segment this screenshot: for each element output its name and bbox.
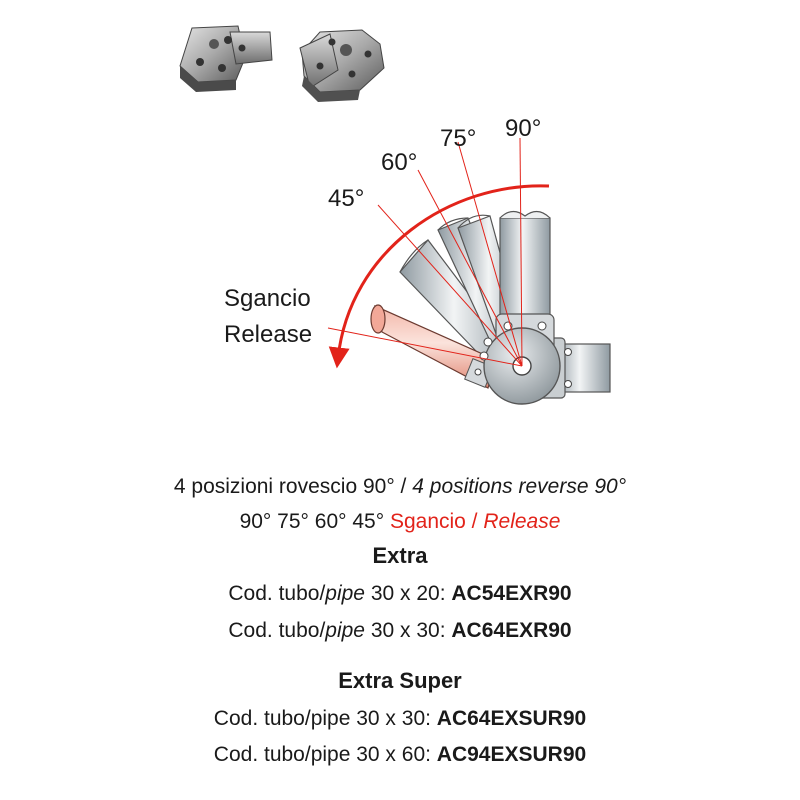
extra-super-row-1: Cod. tubo/pipe 30 x 30: AC64EXSUR90 bbox=[0, 706, 800, 732]
rotation-arrow bbox=[328, 184, 550, 369]
release-label-it: Sgancio bbox=[224, 285, 311, 312]
extra-heading: Extra bbox=[372, 543, 428, 568]
angle-lines bbox=[327, 137, 523, 367]
extra-super-row-2-label: Cod. tubo/pipe 30 x 60: bbox=[213, 743, 437, 766]
positions-en: 4 positions reverse 90° bbox=[412, 475, 627, 498]
positions-caption: 4 posizioni rovescio 90° / 4 positions r… bbox=[0, 474, 800, 500]
angles-caption: 90° 75° 60° 45° Sgancio / Release bbox=[0, 509, 800, 535]
extra-row-1-prefix: Cod. tubo/ bbox=[228, 582, 326, 605]
extra-row-2-prefix: Cod. tubo/ bbox=[228, 619, 326, 642]
tube-90 bbox=[499, 210, 551, 319]
extra-row-1-pipe: pipe bbox=[325, 582, 365, 605]
extra-super-row-1-label: Cod. tubo/pipe 30 x 30: bbox=[213, 707, 437, 730]
release-en: Release bbox=[483, 510, 561, 533]
angle-label-45: 45° bbox=[328, 185, 364, 212]
hinge-photo-angled bbox=[299, 29, 385, 102]
extra-row-2-size: 30 x 30: bbox=[364, 619, 452, 642]
extra-row-1-size: 30 x 20: bbox=[364, 582, 452, 605]
product-photos bbox=[179, 25, 385, 102]
extra-row-1: Cod. tubo/pipe 30 x 20: AC54EXR90 bbox=[0, 581, 800, 607]
extra-super-heading: Extra Super bbox=[338, 668, 462, 693]
extra-row-2: Cod. tubo/pipe 30 x 30: AC64EXR90 bbox=[0, 618, 800, 644]
angle-label-90: 90° bbox=[505, 115, 541, 142]
hinge-photo-flat bbox=[179, 25, 273, 92]
extra-row-1-code: AC54EXR90 bbox=[451, 582, 572, 605]
extra-row-2-code: AC64EXR90 bbox=[451, 619, 572, 642]
angle-label-60: 60° bbox=[381, 149, 417, 176]
angles-list: 90° 75° 60° 45° bbox=[239, 510, 385, 533]
extra-row-2-pipe: pipe bbox=[325, 619, 365, 642]
positions-it: 4 posizioni rovescio 90° / bbox=[173, 475, 407, 498]
release-it: Sgancio / bbox=[389, 510, 478, 533]
extra-super-row-2: Cod. tubo/pipe 30 x 60: AC94EXSUR90 bbox=[0, 742, 800, 768]
angle-label-75: 75° bbox=[440, 125, 476, 152]
release-label-en: Release bbox=[224, 321, 312, 348]
extra-super-row-1-code: AC64EXSUR90 bbox=[436, 707, 587, 730]
extra-super-row-2-code: AC94EXSUR90 bbox=[436, 743, 587, 766]
angle-diagram: 45° 60° 75° 90° Sgancio Release bbox=[224, 115, 611, 405]
